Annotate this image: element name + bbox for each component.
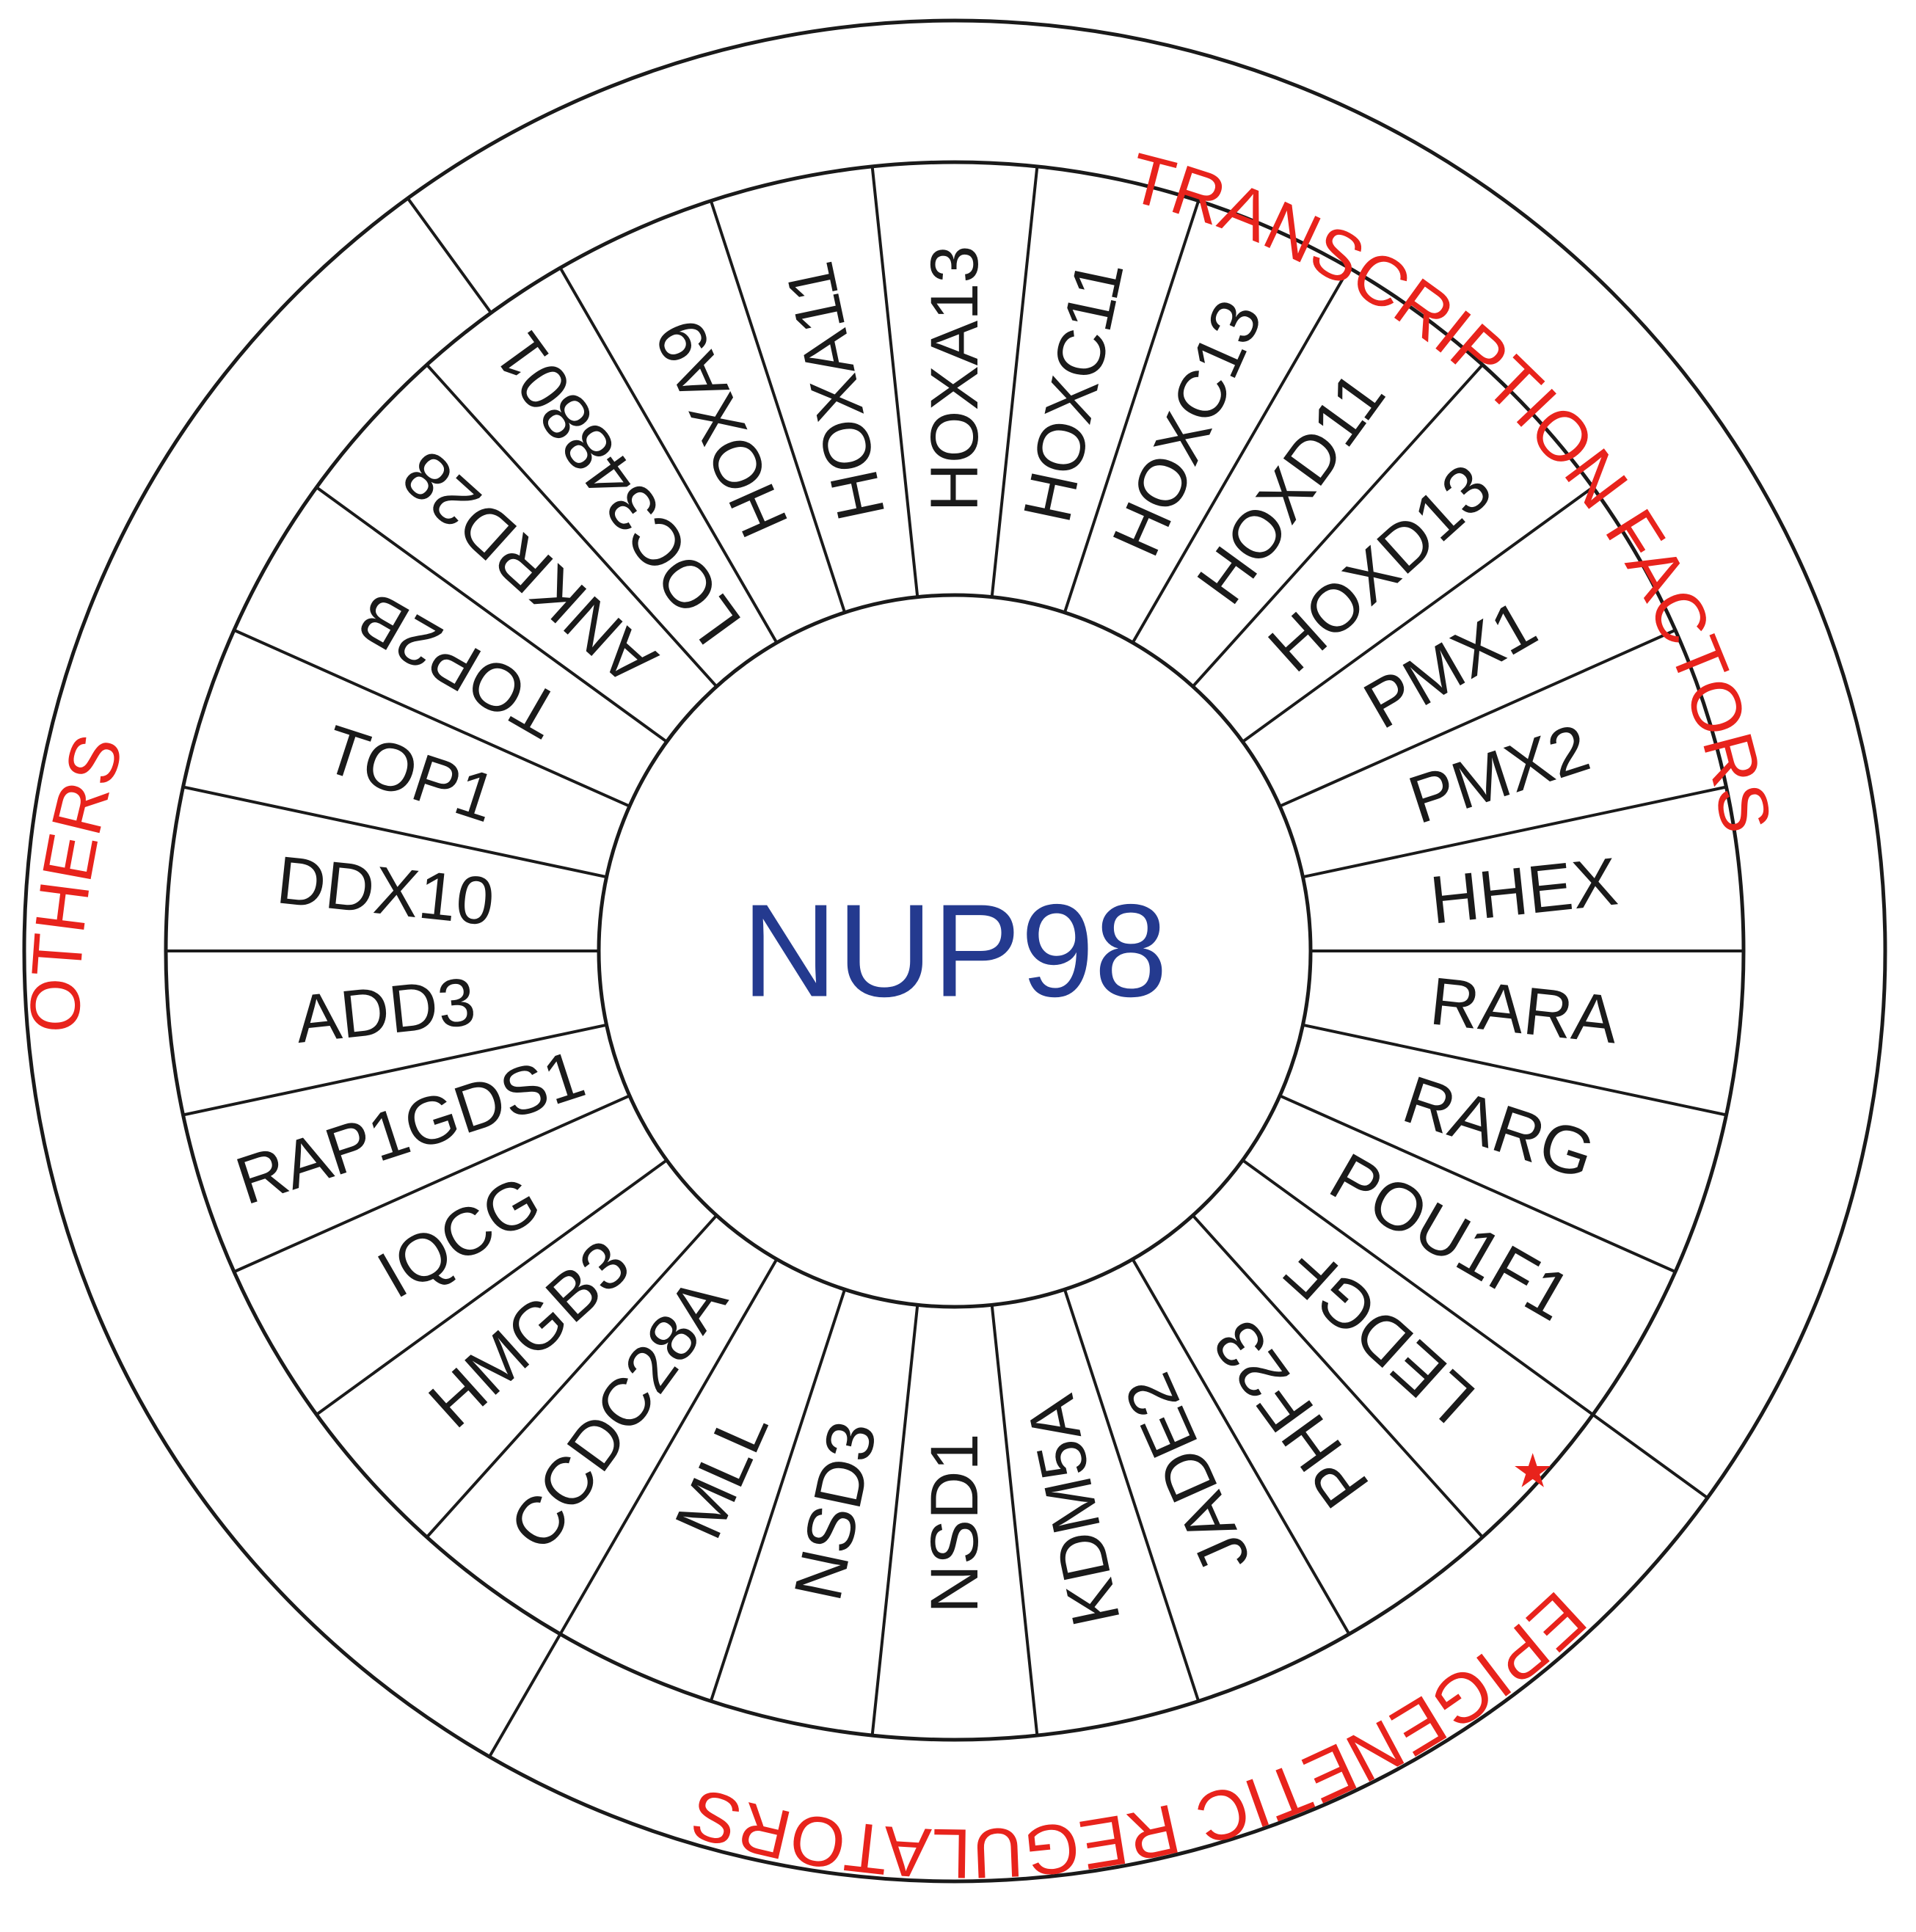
segment-spoke [709, 1288, 847, 1702]
segment-spoke [1302, 1023, 1727, 1117]
segment-spoke [1131, 1258, 1351, 1635]
gene-label-kdm5a: KDM5A [1013, 1389, 1134, 1633]
segment-spoke [316, 486, 668, 743]
segment-spoke [1192, 1214, 1484, 1539]
category-label-others: OTHERS [16, 726, 139, 1033]
segment-spoke [1063, 1288, 1201, 1702]
segment-spoke [990, 1305, 1039, 1736]
category-divider [488, 1633, 562, 1758]
segment-spoke [316, 1159, 668, 1416]
segment-spoke [1279, 628, 1676, 808]
segment-spoke [1302, 785, 1727, 879]
segment-spoke [233, 628, 630, 808]
segment-spoke [990, 166, 1039, 597]
center-label: NUP98 [742, 878, 1168, 1025]
gene-label-hoxc11: HOXC11 [1010, 254, 1138, 529]
segment-spoke [870, 166, 919, 597]
segment-spoke [870, 1305, 919, 1736]
segment-spoke [183, 785, 608, 879]
category-divider [407, 197, 492, 314]
category-divider [1592, 1413, 1709, 1499]
gene-label-rara: RARA [1427, 963, 1622, 1057]
segment-spoke [1131, 267, 1351, 644]
segment-spoke [1242, 1159, 1594, 1416]
segment-spoke [1242, 486, 1594, 743]
gene-label-nsd1: NSD1 [917, 1433, 992, 1613]
gene-label-ddx10: DDX10 [273, 842, 498, 939]
segment-spoke [558, 1258, 779, 1635]
gene-label-nsd3: NSD3 [780, 1415, 891, 1606]
segment-spoke [1063, 200, 1201, 613]
outer-ring [22, 18, 1887, 1884]
gene-label-pmx2: PMX2 [1400, 710, 1598, 838]
gene-label-rap1gds1: RAP1GDS1 [227, 1037, 593, 1220]
segment-spoke [1279, 1094, 1676, 1274]
segment-spoke [709, 200, 847, 613]
category-dividers [407, 197, 1709, 1758]
segment-spokes [166, 166, 1744, 1736]
segment-spoke [183, 1023, 608, 1117]
gene-label-mll: MLL [661, 1399, 783, 1549]
category-label-epigenetic-regulators: EPIGENETIC REGULATORS [682, 1577, 1600, 1893]
segment-spoke [233, 1094, 630, 1274]
gene-label-top1: TOP1 [316, 712, 505, 837]
gene-label-hoxa11: HOXA11 [772, 255, 900, 527]
segment-spoke [1192, 363, 1484, 688]
segment-spoke [426, 1214, 718, 1539]
segment-spoke [558, 267, 779, 644]
gene-label-hhex: HHEX [1427, 844, 1621, 938]
segment-spoke [426, 363, 718, 688]
star-marker-icon: ★ [1512, 1444, 1553, 1498]
gene-label-add3: ADD3 [292, 964, 479, 1057]
gene-label-hoxa13: HOXA13 [917, 245, 992, 511]
